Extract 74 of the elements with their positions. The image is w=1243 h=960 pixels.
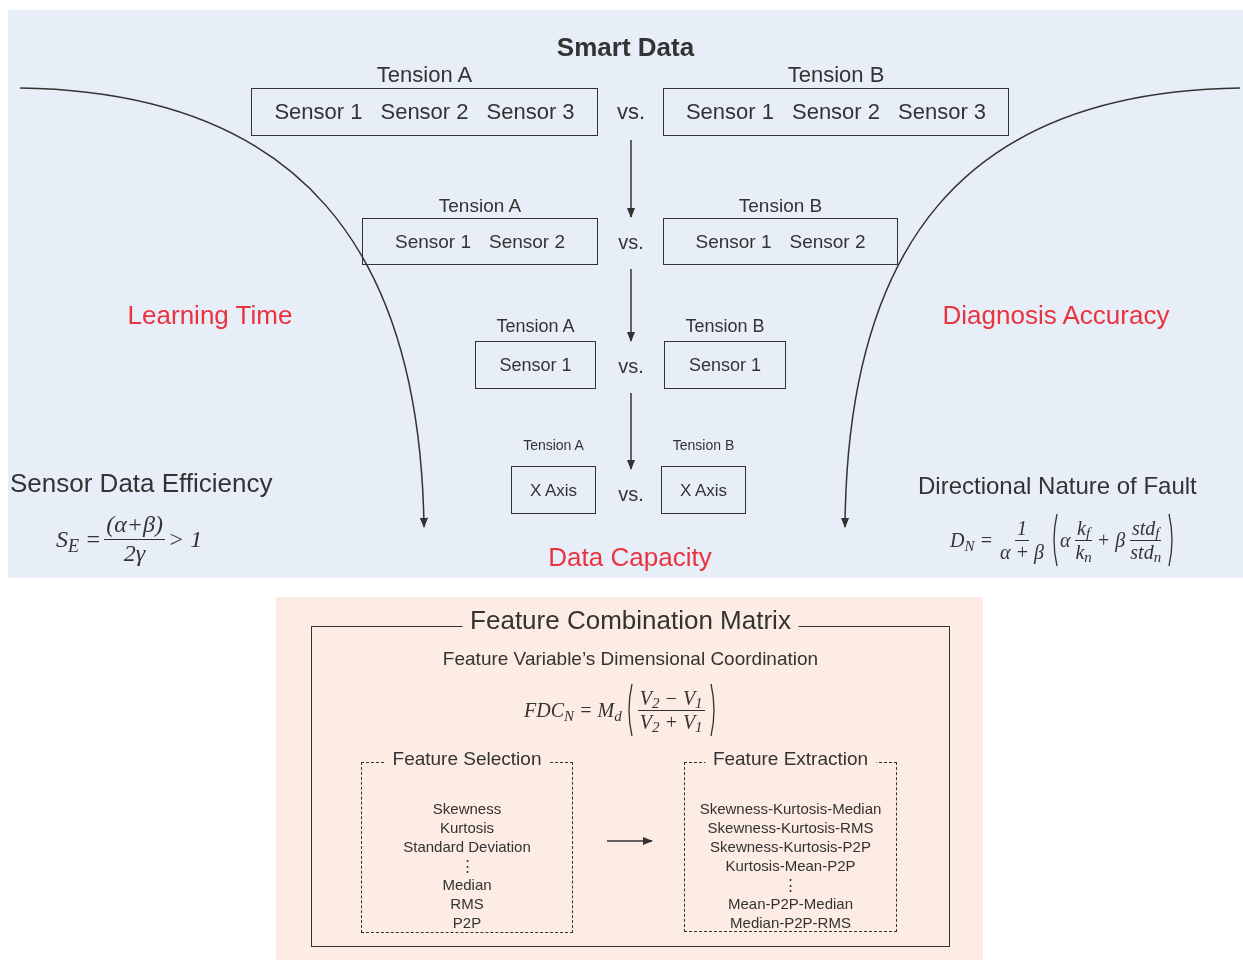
- sensor-group-box: [511, 438, 596, 514]
- vs-label: vs.: [610, 353, 652, 379]
- feature-item: Standard Deviation: [403, 837, 531, 856]
- vs-label: vs.: [610, 98, 652, 126]
- formula-term: > 1: [167, 525, 203, 555]
- sensor-label: Sensor 3: [486, 101, 575, 123]
- sensor-group-box: [362, 196, 598, 265]
- sensor-group-box: [475, 317, 596, 389]
- sensor-label: Sensor 1: [274, 101, 363, 123]
- fraction-denominator: V$_{2}$ + V$_{1}$: [638, 710, 704, 734]
- formula-term: α: [1059, 528, 1071, 553]
- feature-item: Median-P2P-RMS: [730, 913, 851, 932]
- feature-item: Kurtosis: [439, 818, 495, 837]
- sensor-label: Sensor 1: [394, 232, 471, 251]
- fraction-denominator: std$_{n}$: [1129, 540, 1163, 564]
- background-panel: [276, 597, 983, 960]
- sensor-label: Sensor 2: [489, 232, 566, 251]
- formula-term: + β: [1096, 528, 1126, 554]
- annotation-text: Data Capacity: [548, 544, 712, 570]
- sensor-label: X Axis: [529, 481, 578, 499]
- fraction-denominator: 2γ: [122, 539, 147, 568]
- sensor-label: Sensor 1: [685, 101, 774, 123]
- vs-label: vs.: [610, 229, 652, 255]
- sensor-label: X Axis: [679, 481, 728, 499]
- sensor-group-box: [663, 64, 1009, 136]
- sensor-group-box: [664, 317, 786, 389]
- matrix-box: [311, 607, 950, 947]
- feature-item: RMS: [450, 894, 484, 913]
- annotation-text: Diagnosis Accuracy: [942, 302, 1170, 328]
- feature-item: Median: [442, 875, 492, 894]
- vs-label: vs.: [610, 481, 652, 507]
- feature-item: Skewness-Kurtosis-P2P: [710, 837, 871, 856]
- sensor-label: Sensor 2: [789, 232, 866, 251]
- sensor-group-box: [663, 196, 898, 265]
- fraction-numerator: V$_{2}$ − V$_{1}$: [637, 686, 705, 711]
- matrix-subtitle: Feature Variable’s Dimensional Coordination: [442, 649, 819, 668]
- annotation-text: Sensor Data Efficiency: [10, 470, 273, 496]
- sensor-label: Sensor 2: [791, 101, 881, 123]
- formula-term: FDC$_{N}$ = M$_{d}$: [524, 698, 622, 725]
- arrow: [626, 268, 636, 343]
- sensor-group-box: [251, 64, 598, 136]
- feature-item: P2P: [452, 913, 482, 932]
- feature-item: Skewness-Kurtosis-RMS: [707, 818, 874, 837]
- feature-item: Mean-P2P-Median: [727, 894, 854, 913]
- sensor-group-box: [661, 438, 746, 514]
- annotation-text: Learning Time: [127, 302, 293, 328]
- arrow: [606, 836, 654, 846]
- feature-heading: Feature Selection: [384, 749, 550, 768]
- feature-heading: Feature Extraction: [704, 749, 877, 768]
- group-heading: Tension A: [522, 438, 585, 452]
- formula-term: S$_{E}$ =: [56, 525, 102, 558]
- feature-item: ⋮: [459, 856, 475, 875]
- fraction-numerator: 1: [1014, 516, 1029, 541]
- sensor-label: Sensor 2: [380, 101, 469, 123]
- fraction-denominator: k$_{n}$: [1074, 540, 1093, 564]
- annotation-text: Directional Nature of Fault: [918, 474, 1197, 498]
- arrow: [626, 139, 636, 219]
- sensor-label: Sensor 1: [499, 356, 572, 374]
- feature-item: Skewness: [432, 799, 502, 818]
- fraction-numerator: (α+β): [104, 511, 165, 540]
- background-panel: [8, 10, 1243, 578]
- feature-list-box: [361, 749, 573, 933]
- sensor-label: Sensor 1: [688, 356, 761, 374]
- group-heading: Tension B: [671, 438, 736, 452]
- sensor-label: Sensor 1: [695, 232, 772, 251]
- sensor-label: Sensor 3: [898, 101, 987, 123]
- feature-item: Kurtosis-Mean-P2P: [725, 856, 856, 875]
- panel-title: Smart Data: [556, 31, 695, 64]
- formula-term: D$_{N}$ =: [950, 528, 993, 555]
- fraction-denominator: α + β: [998, 540, 1045, 564]
- feature-item: Skewness-Kurtosis-Median: [699, 799, 882, 818]
- feature-item: ⋮: [783, 875, 798, 894]
- feature-list-box: [684, 749, 897, 932]
- arrow: [626, 392, 636, 471]
